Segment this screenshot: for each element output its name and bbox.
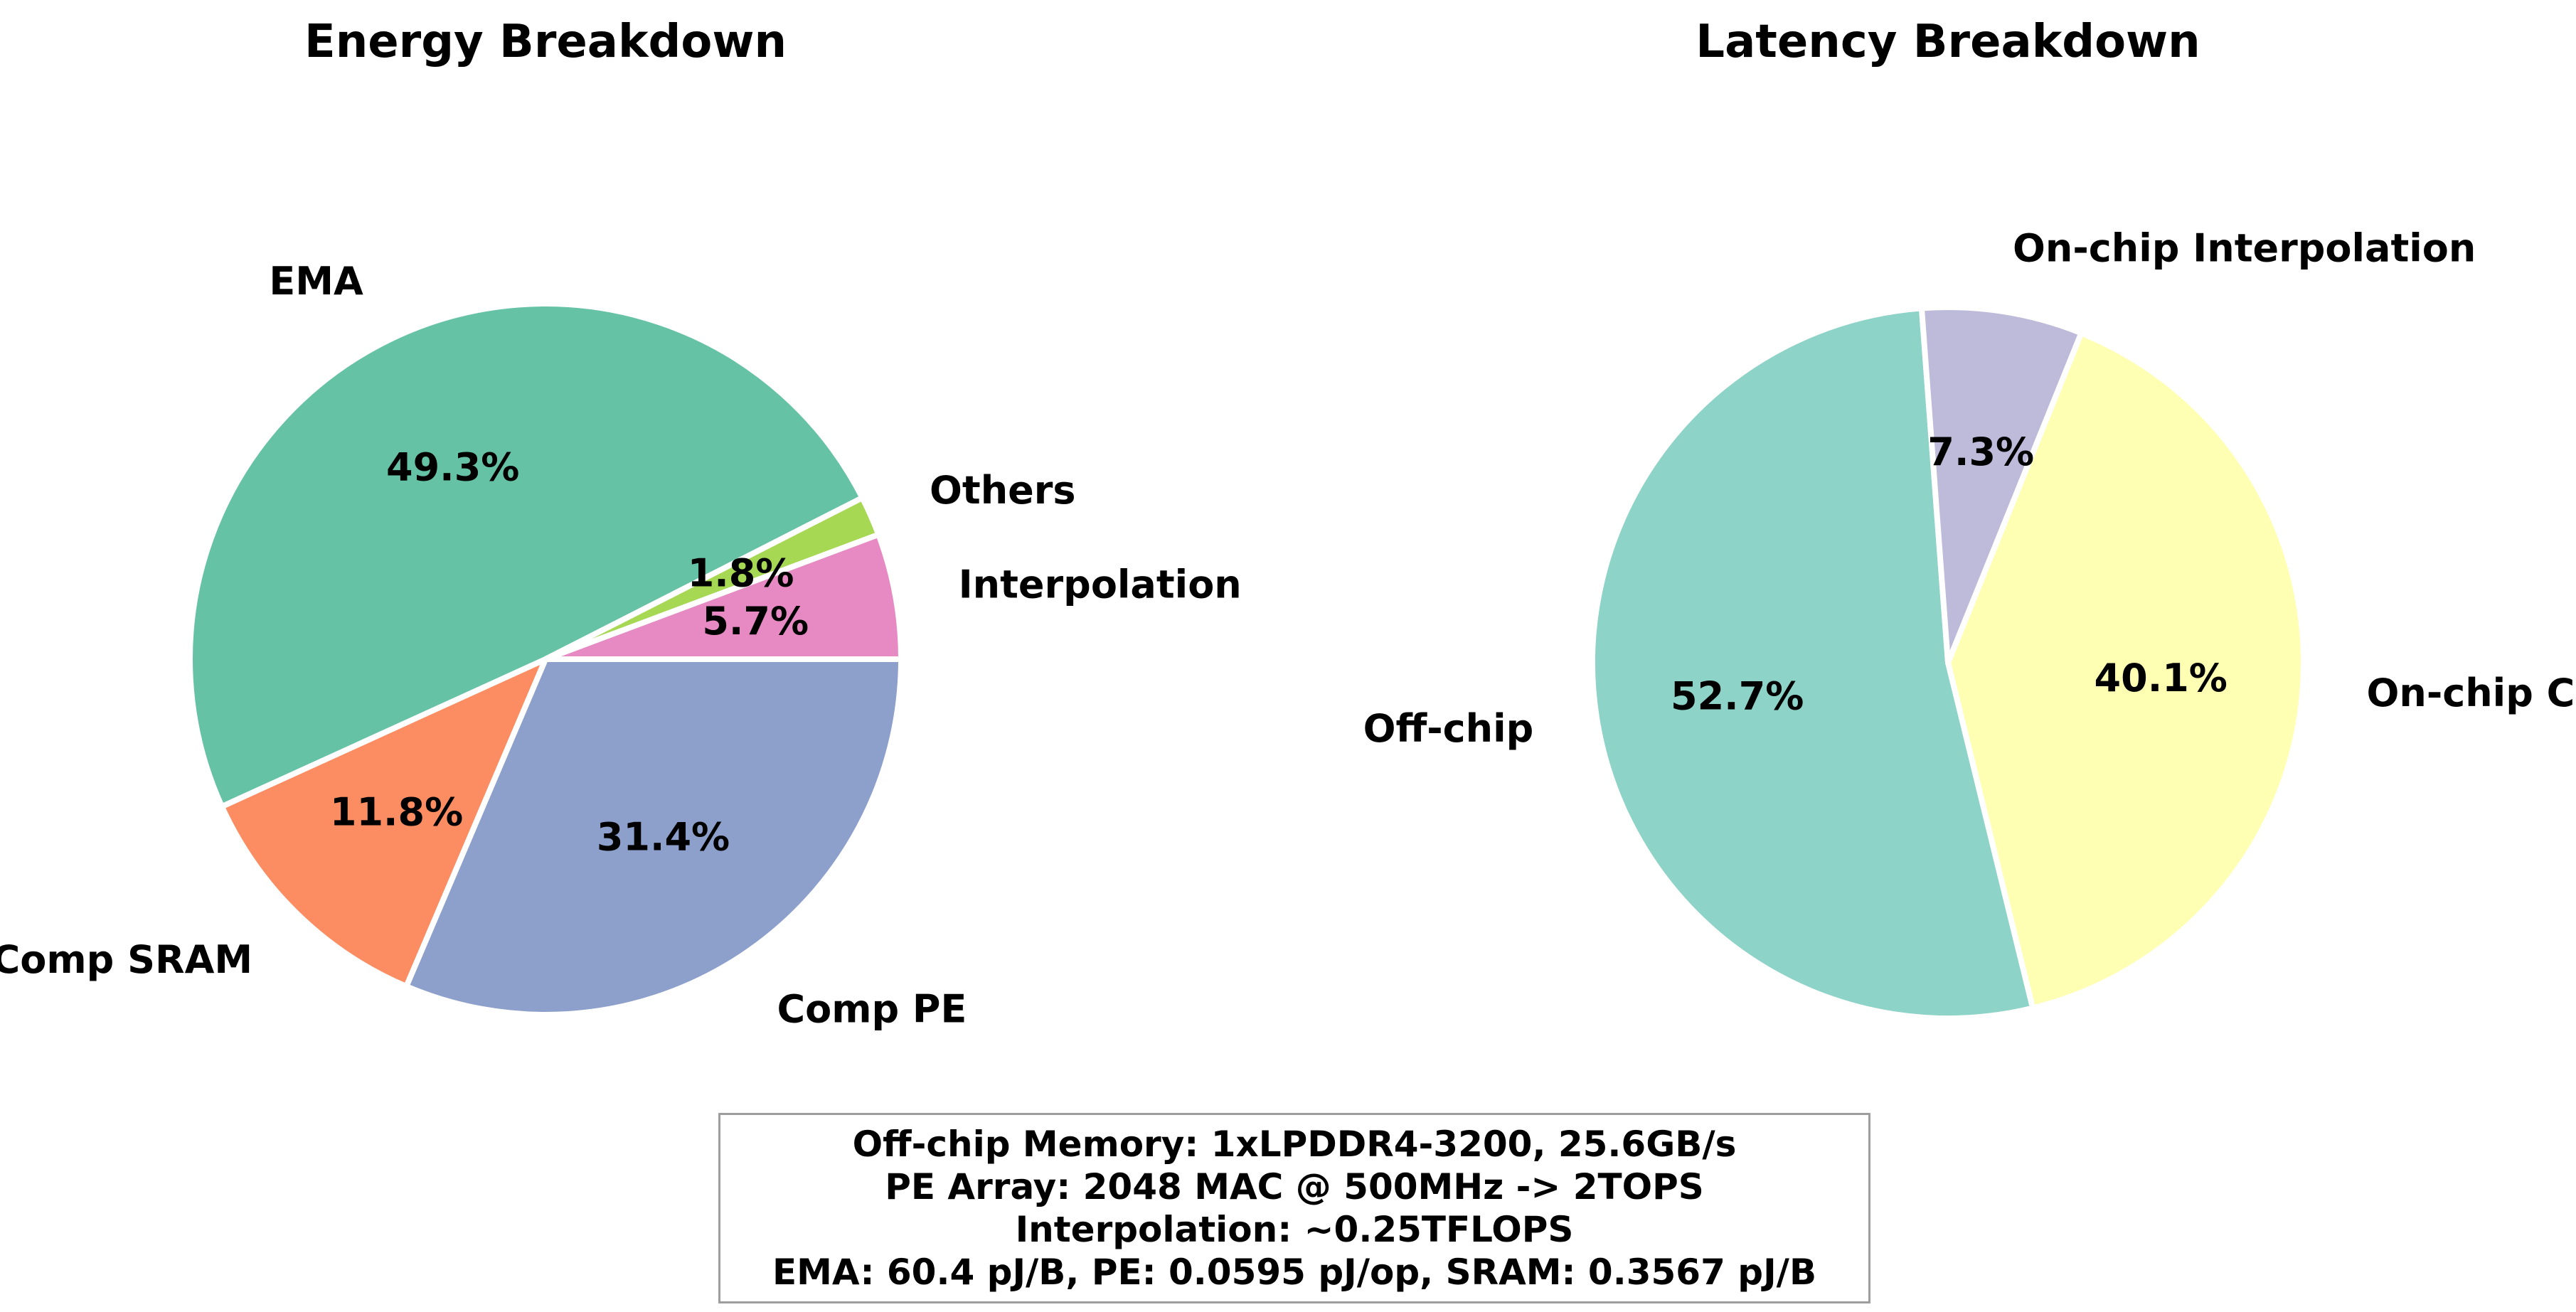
hardware-info-box: Off-chip Memory: 1xLPDDR4-3200, 25.6GB/s… <box>718 1113 1870 1303</box>
info-line-pe-array: PE Array: 2048 MAC @ 500MHz -> 2TOPS <box>885 1166 1704 1207</box>
latency-pct-label-off-chip: 52.7% <box>1671 674 1804 719</box>
energy-pct-label-others: 1.8% <box>688 551 794 596</box>
info-line-energy-costs: EMA: 60.4 pJ/B, PE: 0.0595 pJ/op, SRAM: … <box>772 1252 1817 1293</box>
latency-pct-label-on-chip-comp: 40.1% <box>2095 656 2228 700</box>
energy-category-label-others: Others <box>930 468 1076 513</box>
energy-pct-label-ema: 49.3% <box>386 444 519 489</box>
latency-pct-label-on-chip-interpolation: 7.3% <box>1927 430 2034 474</box>
energy-category-label-comp-sram: Comp SRAM <box>0 937 252 982</box>
latency-category-label-off-chip: Off-chip <box>1363 706 1534 751</box>
latency-pie-chart: Latency Breakdown 40.1% 52.7% 7.3% On-chip… <box>1363 16 2576 1021</box>
latency-slice-on-chip-interpolation <box>1918 304 2085 666</box>
energy-category-label-interpolation: Interpolation <box>959 562 1242 607</box>
energy-pct-label-comp-sram: 11.8% <box>330 789 463 834</box>
energy-pie-chart: Energy Breakdown 31.4% 11.8% 49.3% 1.8%5.7%… <box>0 16 1242 1032</box>
energy-slice-ema <box>187 301 866 810</box>
energy-chart-title: Energy Breakdown <box>304 16 787 68</box>
latency-category-label-on-chip-interpolation: On-chip Interpolation <box>2013 226 2476 271</box>
energy-slice-interpolation <box>543 531 904 662</box>
energy-pct-label-interpolation: 5.7% <box>702 599 809 644</box>
latency-chart-title: Latency Breakdown <box>1696 16 2200 68</box>
latency-slice-on-chip-comp <box>1945 330 2306 1011</box>
info-line-memory: Off-chip Memory: 1xLPDDR4-3200, 25.6GB/s <box>852 1124 1737 1165</box>
latency-slice-off-chip <box>1590 305 2036 1021</box>
energy-category-label-ema: EMA <box>269 259 363 304</box>
energy-slice-comp-sram <box>218 656 548 990</box>
energy-category-label-comp-pe: Comp PE <box>777 987 967 1032</box>
latency-category-label-on-chip-comp: On-chip Comp <box>2366 671 2576 715</box>
energy-pct-label-comp-pe: 31.4% <box>597 815 730 860</box>
energy-slice-comp-pe <box>403 656 904 1018</box>
info-line-interpolation: Interpolation: ~0.25TFLOPS <box>1015 1209 1574 1250</box>
